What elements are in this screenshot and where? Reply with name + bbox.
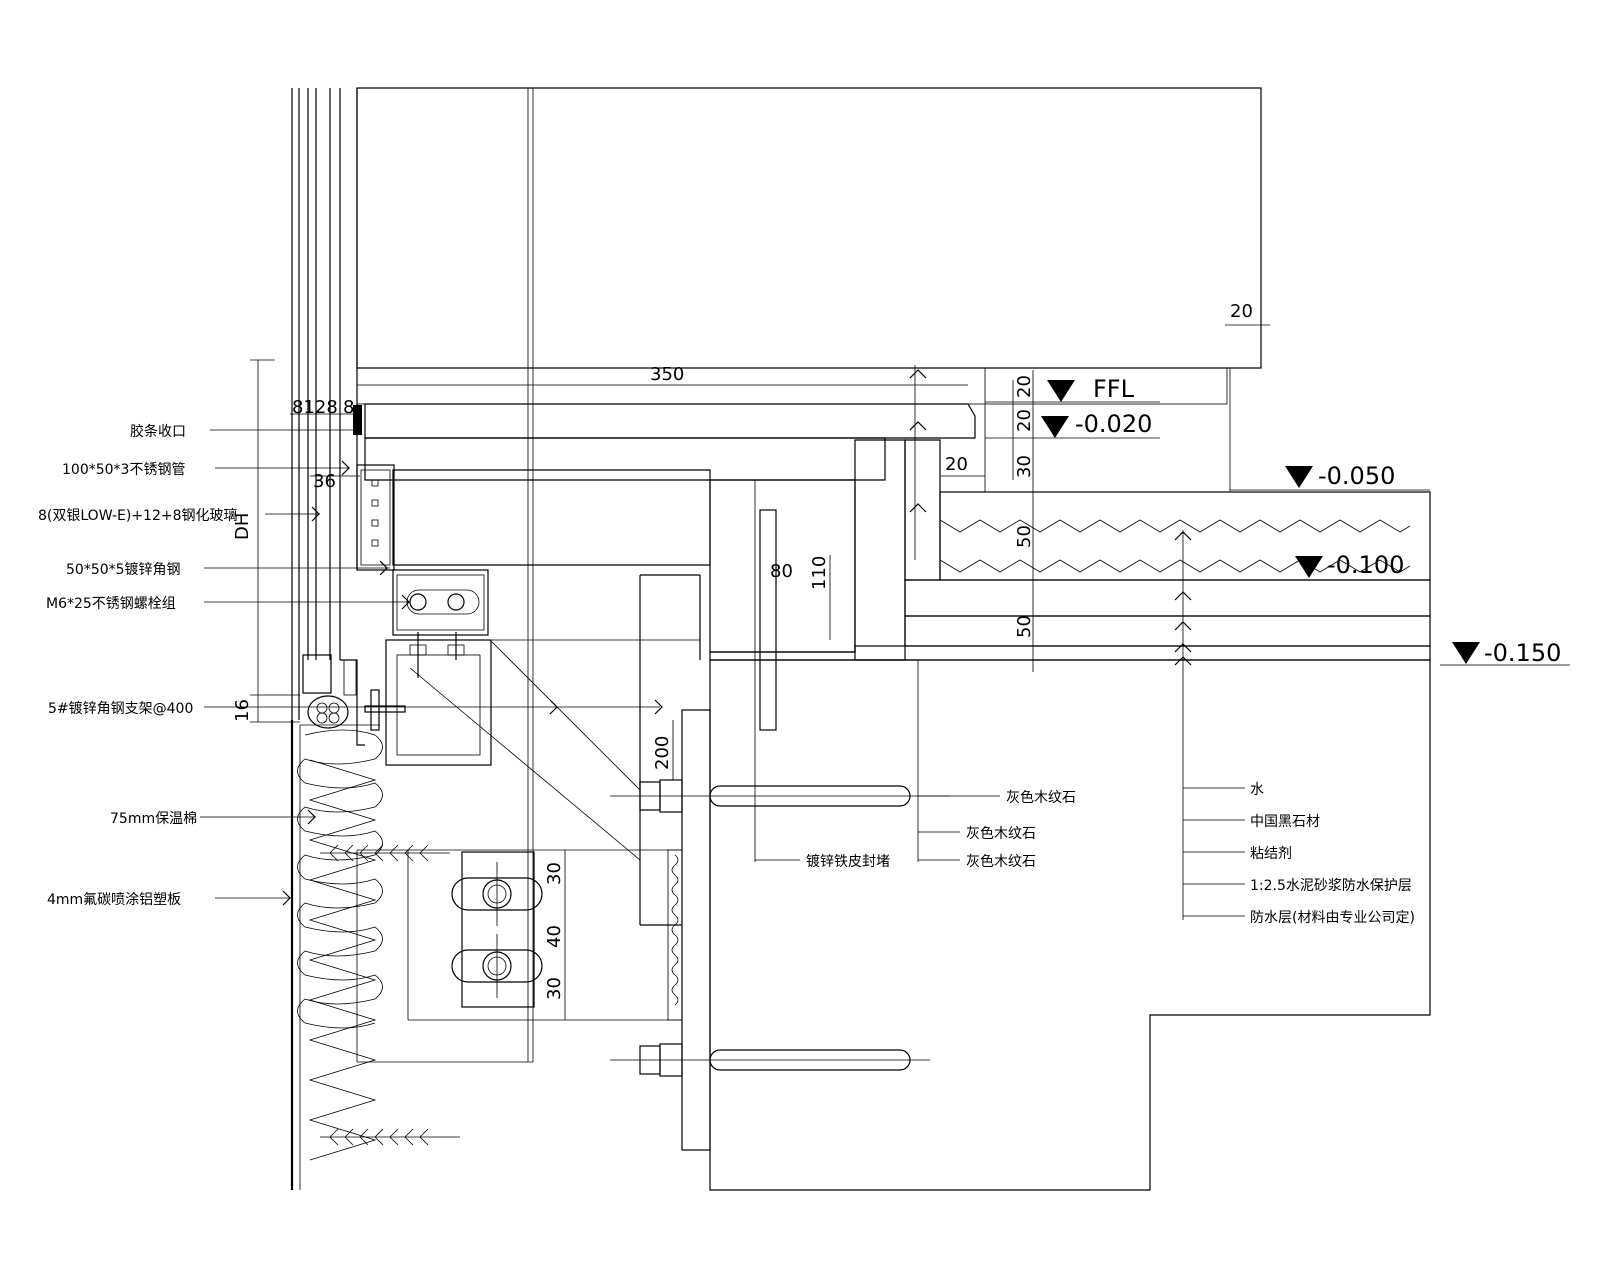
insulation-panel <box>290 720 460 1190</box>
steel-tube <box>356 464 395 571</box>
dim-30b: 30 <box>544 977 565 1000</box>
elev-0050: -0.050 <box>1318 462 1395 490</box>
dim-top-20: 20 <box>1230 301 1253 322</box>
elevation-markers <box>985 380 1570 666</box>
leader-lines <box>200 369 1245 917</box>
label-aluminum-panel: 4mm氟碳喷涂铝塑板 <box>47 892 181 908</box>
center-labels: 灰色木纹石 灰色木纹石 灰色木纹石 镀锌铁皮封堵 <box>806 789 1076 870</box>
dim-200: 200 <box>652 736 673 770</box>
elev-ffl: FFL <box>1093 375 1135 403</box>
elev-0020: -0.020 <box>1075 410 1152 438</box>
left-labels: 胶条收口 100*50*3不锈钢管 8(双银LOW-E)+12+8钢化玻璃 50… <box>38 423 238 908</box>
elevation-texts: FFL -0.020 -0.050 -0.100 -0.150 <box>1075 375 1561 667</box>
dim-30a: 30 <box>544 862 565 885</box>
bolt-plate <box>451 851 543 1008</box>
label-sealing-strip: 胶条收口 <box>130 423 186 440</box>
angle-bracket <box>340 569 492 766</box>
dim-36: 36 <box>313 471 336 492</box>
dim-dh: DH <box>232 513 253 540</box>
dim-8128: 8128 <box>292 397 338 418</box>
label-bolt-group: M6*25不锈钢螺栓组 <box>46 596 176 612</box>
label-stone-3: 灰色木纹石 <box>966 853 1036 870</box>
dim-v20b: 20 <box>1014 409 1035 432</box>
label-adhesive: 粘结剂 <box>1250 846 1292 862</box>
left-dimension-chain <box>250 359 360 723</box>
dim-8: 8 <box>343 397 354 418</box>
dim-v50a: 50 <box>1014 525 1035 548</box>
label-insulation: 75mm保温棉 <box>110 810 197 827</box>
label-water: 水 <box>1250 782 1264 798</box>
elev-0150: -0.150 <box>1484 639 1561 667</box>
label-stone-2: 灰色木纹石 <box>966 825 1036 842</box>
right-labels: 水 中国黑石材 粘结剂 1:2.5水泥砂浆防水保护层 防水层(材料由专业公司定) <box>1250 782 1415 926</box>
dim-350: 350 <box>650 364 684 385</box>
dim-80: 80 <box>770 561 793 582</box>
dim-40: 40 <box>544 925 565 948</box>
steel-frame <box>356 574 701 1063</box>
label-black-stone: 中国黑石材 <box>1250 814 1320 830</box>
anchor-bolt <box>610 1043 930 1077</box>
reference-lines <box>754 365 1184 920</box>
label-galvanized-seal: 镀锌铁皮封堵 <box>806 853 890 870</box>
label-stone-1: 灰色木纹石 <box>1006 789 1076 806</box>
anchor-bolt <box>610 779 950 813</box>
dim-16: 16 <box>232 699 253 722</box>
dim-v30: 30 <box>1014 455 1035 478</box>
stone-slab-top <box>364 403 976 661</box>
label-waterproof-layer: 防水层(材料由专业公司定) <box>1250 910 1415 926</box>
label-steel-tube: 100*50*3不锈钢管 <box>62 462 185 478</box>
label-glass: 8(双银LOW-E)+12+8钢化玻璃 <box>38 507 238 524</box>
elev-0100: -0.100 <box>1327 551 1404 579</box>
dim-v20a: 20 <box>1014 375 1035 398</box>
dim-v50b: 50 <box>1014 615 1035 638</box>
dimension-texts: 20 350 8128 8 36 DH 16 20 20 30 20 50 50… <box>232 301 1270 1020</box>
label-angle-steel: 50*50*5镀锌角钢 <box>66 561 181 578</box>
label-mortar-layer: 1:2.5水泥砂浆防水保护层 <box>1250 878 1412 894</box>
label-angle-bracket: 5#镀锌角钢支架@400 <box>48 700 193 717</box>
dim-110: 110 <box>809 556 830 590</box>
dim-h20: 20 <box>945 454 968 475</box>
lower-concrete-structure <box>709 659 1431 1191</box>
embedded-plate <box>610 509 950 1151</box>
